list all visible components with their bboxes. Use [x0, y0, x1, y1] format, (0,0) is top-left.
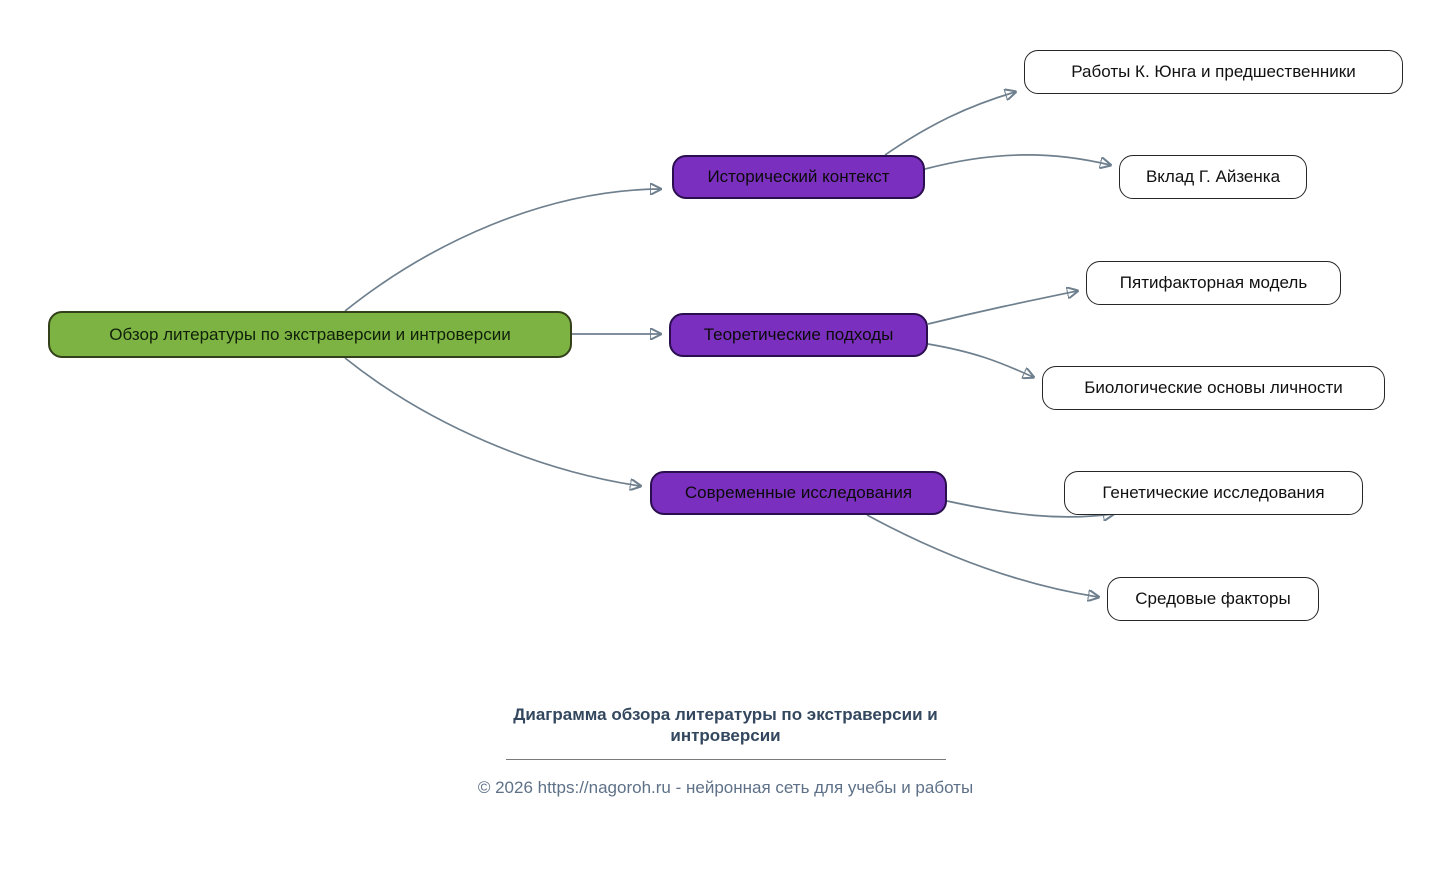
node-biological-bases: Биологические основы личности	[1042, 366, 1385, 410]
node-environmental-factors-label: Средовые факторы	[1135, 589, 1291, 608]
edge-theoretical-biological	[927, 343, 1033, 377]
node-historical-context: Исторический контекст	[672, 155, 925, 199]
edge-root-modern	[344, 357, 640, 486]
caption-title: Диаграмма обзора литературы по экстравер…	[513, 705, 938, 746]
node-environmental-factors: Средовые факторы	[1107, 577, 1319, 621]
node-root-label: Обзор литературы по экстраверсии и интро…	[109, 324, 511, 344]
node-modern-research-label: Современные исследования	[684, 483, 913, 502]
caption-footer: © 2026 https://nagoroh.ru - нейронная се…	[477, 777, 974, 797]
caption-divider	[505, 758, 946, 760]
node-eysenck-contribution-label: Вклад Г. Айзенка	[1145, 167, 1281, 186]
node-biological-bases-label: Биологические основы личности	[1084, 378, 1343, 397]
node-genetic-research-label: Генетические исследования	[1102, 483, 1325, 502]
node-genetic-research: Генетические исследования	[1064, 471, 1363, 515]
node-root: Обзор литературы по экстраверсии и интро…	[48, 311, 572, 358]
edge-historical-eysenck	[924, 154, 1110, 170]
edge-theoretical-fivefactor	[927, 291, 1077, 325]
node-modern-research: Современные исследования	[650, 471, 947, 515]
node-five-factor-model-label: Пятифакторная модель	[1119, 273, 1308, 292]
node-five-factor-model: Пятифакторная модель	[1086, 261, 1341, 305]
node-jung-works: Работы К. Юнга и предшественники	[1024, 50, 1403, 94]
node-theoretical-approaches-label: Теоретические подходы	[703, 325, 894, 344]
node-jung-works-label: Работы К. Юнга и предшественники	[1071, 62, 1356, 81]
edge-historical-jung	[884, 92, 1015, 156]
node-eysenck-contribution: Вклад Г. Айзенка	[1119, 155, 1307, 199]
edge-root-historical	[344, 189, 660, 312]
node-theoretical-approaches: Теоретические подходы	[669, 313, 928, 357]
node-historical-context-label: Исторический контекст	[707, 167, 890, 186]
edge-modern-environmental	[866, 514, 1098, 597]
diagram-caption: Диаграмма обзора литературы по экстравер…	[0, 704, 1451, 798]
